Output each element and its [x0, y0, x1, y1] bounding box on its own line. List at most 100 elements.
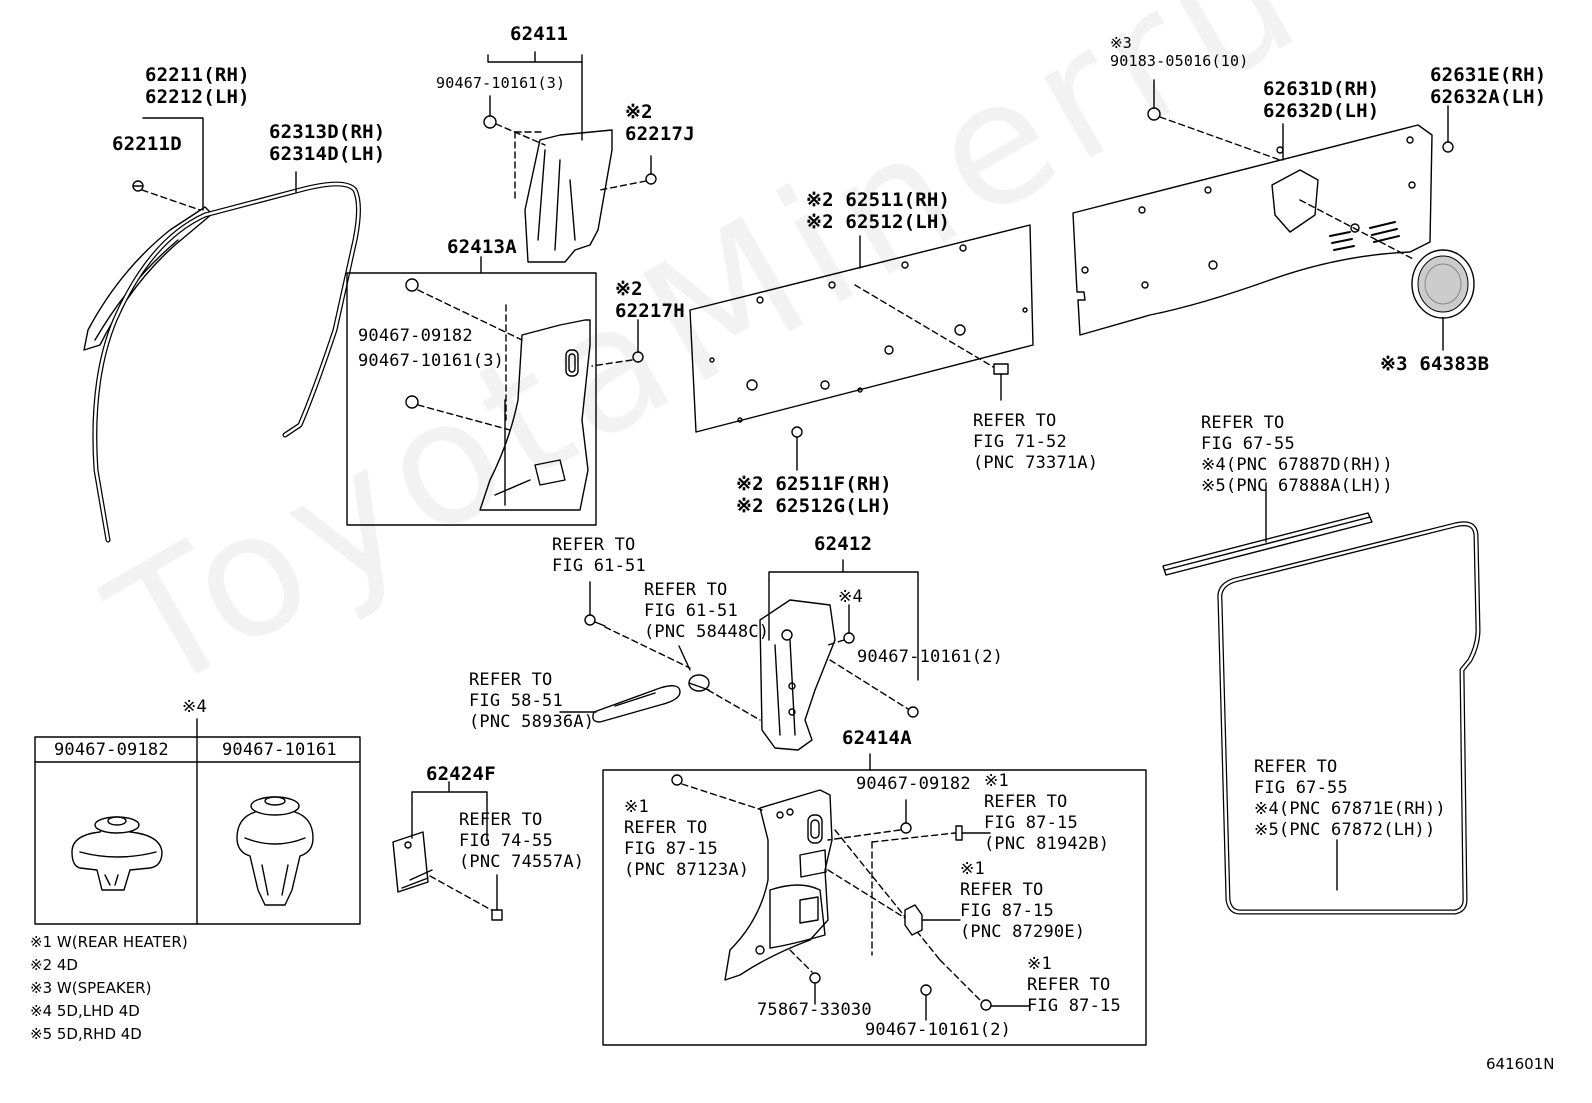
label-62631E: 62631E(RH) 62632A(LH) [1430, 64, 1547, 108]
clip-drawing-10161 [236, 796, 314, 906]
label-62511F: ※2 62511F(RH) ※2 62512G(LH) [736, 473, 892, 517]
bolt-61-51 [584, 614, 606, 627]
pillar-garnish-62411 [524, 129, 613, 263]
clip-90467-10161-a [483, 115, 497, 129]
label-62217H: ※2 62217H [615, 278, 685, 322]
cover-62424F [392, 831, 433, 893]
leader-speaker [1299, 199, 1416, 261]
note-5: ※5 5D,RHD 4D [30, 1025, 142, 1043]
label-62424F: 62424F [426, 763, 496, 785]
leader-62217H2 [591, 359, 633, 367]
bracket-62412 [768, 559, 919, 581]
label-90467-10161-3b: 90467-10161(3) [358, 351, 505, 371]
leader-90183b [1159, 116, 1281, 161]
leader-73371A [854, 284, 996, 369]
leader-clip-a3 [514, 131, 546, 201]
label-62211D: 62211D [112, 133, 182, 155]
label-ref-87-15a: ※1 REFER TO FIG 87-15 (PNC 87123A) [624, 797, 750, 880]
leader-clip-a2 [495, 123, 546, 146]
bracket-62411 [487, 51, 583, 63]
clip-90467-10161-d [920, 984, 932, 996]
label-star4a: ※4 [838, 587, 863, 607]
label-62412: 62412 [814, 533, 873, 555]
label-62217J: ※2 62217J [625, 101, 695, 145]
leader-box-c [417, 404, 511, 431]
label-90467-10161-2b: 90467-10161(2) [865, 1020, 1012, 1040]
label-64383B: ※3 64383B [1380, 353, 1490, 375]
leader-75867b [789, 949, 813, 973]
leader-62211 [142, 117, 204, 211]
label-75867-33030: 75867-33030 [757, 1000, 872, 1020]
clip-87123A [671, 774, 683, 786]
leader-62217J2 [599, 180, 647, 191]
note-4: ※4 5D,LHD 4D [30, 1002, 140, 1020]
leader-clip-c [829, 659, 909, 710]
label-ref-67-55a: REFER TO FIG 67-55 ※4(PNC 67887D(RH)) ※5… [1201, 413, 1393, 496]
vent-87290E [904, 904, 923, 936]
label-62631D: 62631D(RH) 62632D(LH) [1263, 78, 1380, 122]
label-ref-71-52: REFER TO FIG 71-52 (PNC 73371A) [973, 411, 1099, 473]
leader-87290E2 [827, 869, 906, 919]
clip-81942B [955, 825, 963, 841]
clip-62631E [1442, 141, 1454, 153]
label-star4b: ※4 [182, 697, 207, 717]
leader-box-f [834, 829, 941, 961]
clip-73371A [993, 363, 1009, 375]
assist-grip-58936A [592, 685, 681, 723]
clip-62511F [791, 426, 803, 438]
label-62211: 62211(RH) 62212(LH) [145, 64, 250, 108]
cap-58448C [688, 674, 710, 692]
label-62414A: 62414A [842, 727, 912, 749]
group-box-62414A [602, 769, 1147, 1046]
leader-58448C [678, 645, 691, 671]
label-ref-58-51: REFER TO FIG 58-51 (PNC 58936A) [469, 670, 595, 732]
clip-90467-09182-a [405, 278, 419, 292]
note-3: ※3 W(SPEAKER) [30, 979, 152, 997]
clip-90467-10161-c [907, 706, 919, 718]
group-box-62413A [346, 272, 597, 526]
label-90467-09182a: 90467-09182 [358, 326, 473, 346]
label-62413A: 62413A [447, 236, 517, 258]
leader-box-b [417, 289, 523, 341]
label-ref-87-15c: ※1 REFER TO FIG 87-15 (PNC 87290E) [960, 859, 1086, 942]
bracket-62424F [411, 781, 488, 801]
label-90467-09182b: 90467-09182 [856, 774, 971, 794]
belt-moulding [1162, 512, 1373, 576]
pillar-garnish-62412 [759, 599, 836, 751]
rear-panel-62631D [1072, 124, 1433, 336]
clip-62211D [132, 180, 144, 192]
quarter-garnish-62414A [724, 789, 833, 981]
clip-62412b [843, 632, 855, 644]
label-ref-74-55: REFER TO FIG 74-55 (PNC 74557A) [459, 810, 585, 872]
label-ref-87-15b: ※1 REFER TO FIG 87-15 (PNC 81942B) [984, 771, 1110, 854]
clip-62217H [632, 351, 644, 363]
rear-door-weatherstrip [1217, 521, 1481, 915]
clip-62412a [781, 629, 793, 641]
label-62313D: 62313D(RH) 62314D(LH) [269, 121, 386, 165]
door-weatherstrip [92, 181, 361, 543]
clip-drawing-09182 [71, 816, 163, 891]
side-panel-62511 [689, 224, 1034, 433]
leader-58448C2 [707, 689, 761, 721]
label-90467-10161-3a: 90467-10161(3) [436, 74, 566, 92]
label-ref-61-51b: REFER TO FIG 61-51 (PNC 58448C) [644, 580, 770, 642]
note-1: ※1 W(REAR HEATER) [30, 933, 188, 951]
clip-90183-05016 [1147, 107, 1161, 121]
leader-61-51a2 [604, 626, 691, 669]
label-90183-05016: ※3 90183-05016(10) [1110, 34, 1249, 70]
leader-87-15d2 [939, 959, 983, 1003]
label-ref-67-55b: REFER TO FIG 67-55 ※4(PNC 67871E(RH)) ※5… [1254, 757, 1446, 840]
leader-87123A [681, 783, 763, 811]
clip-90467-09182-b [900, 822, 912, 834]
figure-id: 641601N [1486, 1055, 1555, 1073]
table-header-10161: 90467-10161 [222, 740, 337, 760]
clip-90467-10161-b [405, 395, 419, 409]
clip-87-15 [980, 999, 992, 1011]
label-ref-87-15d: ※1 REFER TO FIG 87-15 [1027, 954, 1121, 1016]
label-62511: ※2 62511(RH) ※2 62512(LH) [806, 189, 951, 233]
clip-75867-33030 [809, 972, 821, 984]
clip-62217J [645, 173, 657, 185]
speaker-grille-64383B [1411, 249, 1475, 319]
